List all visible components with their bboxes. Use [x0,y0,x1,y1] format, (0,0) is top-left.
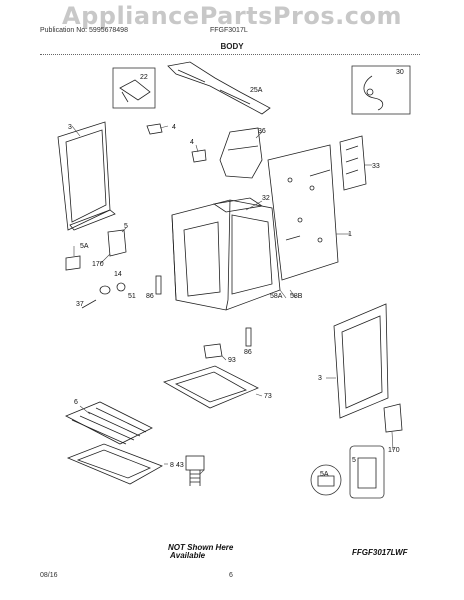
part-25a-rail[interactable] [167,61,271,115]
callout-label: 58A [270,293,283,300]
callout-label: 51 [128,293,136,300]
part-170-bracket-right[interactable] [383,403,403,433]
part-8-drawer[interactable] [66,443,163,485]
part-86-pin-left[interactable] [155,275,162,295]
callout-label: 86 [146,293,154,300]
part-30-wiring[interactable] [351,65,411,115]
part-22-bracket[interactable] [112,67,156,109]
part-37-screw[interactable] [81,299,97,309]
part-33-panel[interactable] [339,135,367,191]
part-5-leg-right[interactable] [349,445,385,499]
part-4-clip[interactable] [146,123,163,135]
callout-label: 5A [320,471,329,478]
callout-label: 170 [92,261,104,268]
part-1-rear-wall[interactable] [267,144,339,281]
part-170-bracket-left[interactable] [107,229,127,257]
callout-label: 4 [190,139,194,146]
footer-date: 08/16 [40,572,58,579]
part-5a-leg-left[interactable] [65,255,81,271]
part-3-side-panel-left[interactable] [57,121,116,231]
part-4-bracket[interactable] [191,149,207,163]
header-divider [40,54,420,55]
callout-label: 43 [176,462,184,469]
callout-label: 25A [250,87,263,94]
callout-label: 4 [172,124,176,131]
callout-label: 33 [372,163,380,170]
callout-label: 37 [76,301,84,308]
callout-label: 36 [258,128,266,135]
publication-number: Publication No: 5995678498 [40,27,128,34]
callout-label: 14 [114,271,122,278]
callout-label: 8 [170,462,174,469]
not-shown-note: NOT Shown Here [168,543,234,552]
part-73-bottom-panel[interactable] [163,365,259,409]
part-6-oven-rack[interactable] [65,401,153,445]
section-title: BODY [220,42,244,51]
part-93-block[interactable] [203,343,223,359]
callout-label: 73 [264,393,272,400]
part-5a-leg-right[interactable] [310,464,342,496]
page-number: 6 [229,572,233,579]
callout-label: 5 [124,223,128,230]
part-86-pin-right[interactable] [245,327,252,347]
callout-label: 1 [348,231,352,238]
callout-label: 58B [290,293,303,300]
callout-label: 3 [318,375,322,382]
callout-label: 6 [74,399,78,406]
callout-label: 30 [396,69,404,76]
model-code: FFGF3017LWF [352,548,408,557]
part-14-component[interactable] [99,282,126,295]
part-36-duct[interactable] [219,127,263,179]
callout-labels: 22 25A 30 3 4 36 4 33 5 5A 32 1 170 14 8… [68,69,404,478]
callout-label: 86 [244,349,252,356]
part-43-bolt[interactable] [185,455,205,486]
part-3-side-panel-right[interactable] [333,303,389,419]
callout-label: 22 [140,74,148,81]
available-note: Available [170,551,206,560]
callout-label: 3 [68,124,72,131]
callout-label: 93 [228,357,236,364]
part-32-oven-body[interactable] [171,197,281,311]
callout-label: 32 [262,195,270,202]
leader-lines [71,125,394,475]
callout-label: 5A [80,243,89,250]
callout-label: 170 [388,447,400,454]
model-number: FFGF3017L [210,27,248,34]
callout-label: 5 [352,457,356,464]
watermark-logo: AppliancePartsPros.com [62,2,402,30]
